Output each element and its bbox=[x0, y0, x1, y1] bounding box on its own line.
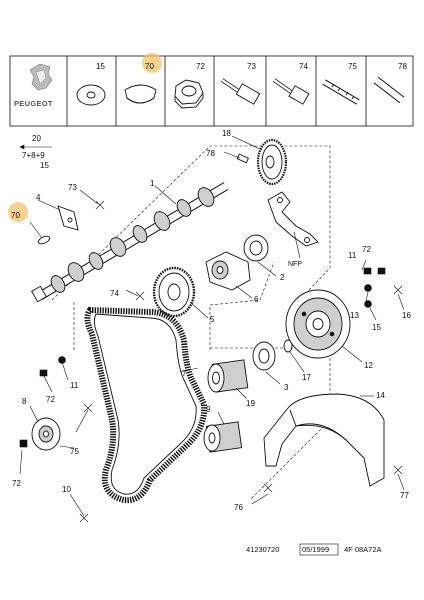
callout-1: 1 bbox=[150, 179, 155, 188]
footer-code: 41230720 bbox=[246, 545, 279, 554]
header-label-78: 78 bbox=[398, 62, 407, 71]
timing-belt bbox=[84, 306, 208, 504]
nut-square-icon bbox=[39, 369, 48, 377]
dowel-pin bbox=[236, 153, 249, 164]
hex-bolt-icon bbox=[272, 78, 310, 105]
callout-11-right: 11 bbox=[348, 251, 357, 260]
header-label-15: 15 bbox=[96, 62, 105, 71]
callout-78: 78 bbox=[206, 149, 215, 158]
callout-10: 10 bbox=[62, 485, 71, 494]
callout-15-left: 15 bbox=[40, 161, 49, 170]
footer: 41230720 05/1999 4F 08A72A bbox=[246, 543, 382, 556]
cam-bracket-plate bbox=[57, 205, 79, 231]
dowel-pin-icon bbox=[373, 76, 405, 104]
callout-11-left: 11 bbox=[70, 381, 79, 390]
callout-74: 74 bbox=[110, 289, 119, 298]
brand-name: PEUGEOT bbox=[14, 99, 53, 108]
woodruff-key bbox=[37, 235, 51, 245]
callout-18: 18 bbox=[222, 129, 231, 138]
flange-bolt-icon bbox=[220, 78, 261, 105]
callout-9: 9 bbox=[206, 405, 211, 414]
hex-nut-icon bbox=[174, 79, 204, 109]
footer-date: 05/1999 bbox=[302, 545, 329, 554]
nut-black-icon bbox=[58, 356, 66, 364]
callout-5: 5 bbox=[210, 315, 215, 324]
camshaft-group-frame bbox=[51, 145, 331, 311]
reference-20: 20 bbox=[32, 134, 41, 143]
footer-ref: 4F 08A72A bbox=[344, 545, 382, 554]
callout-3: 3 bbox=[284, 383, 289, 392]
callout-14: 14 bbox=[376, 391, 385, 400]
washer-icon bbox=[76, 84, 106, 106]
crankshaft-pulley bbox=[285, 289, 351, 359]
crank-seal bbox=[252, 341, 276, 371]
peugeot-lion-icon bbox=[29, 63, 53, 91]
callout-13: 13 bbox=[350, 311, 359, 320]
callout-17: 17 bbox=[302, 373, 311, 382]
callout-70: 70 bbox=[11, 211, 20, 220]
callout-4: 4 bbox=[36, 193, 41, 202]
header-label-72: 72 bbox=[196, 62, 205, 71]
header-label-73: 73 bbox=[247, 62, 256, 71]
intermediate-sprocket bbox=[152, 266, 196, 318]
callout-12: 12 bbox=[364, 361, 373, 370]
callout-8: 8 bbox=[22, 397, 27, 406]
callout-labels: 1 2 3 4 5 6 7 8 9 10 11 11 12 13 14 15 1… bbox=[8, 129, 411, 512]
woodruff-key-icon bbox=[124, 84, 157, 104]
tensioner-bracket bbox=[205, 251, 251, 291]
o-ring bbox=[283, 339, 293, 353]
callout-2: 2 bbox=[280, 273, 285, 282]
callout-75: 75 bbox=[70, 447, 79, 456]
header-label-70: 70 bbox=[145, 62, 154, 71]
leader-lines bbox=[19, 135, 405, 517]
callout-nfp: NFP bbox=[288, 261, 302, 268]
oil-seal bbox=[243, 234, 269, 262]
callout-72-left: 72 bbox=[46, 395, 55, 404]
callout-72-right: 72 bbox=[362, 245, 371, 254]
stud-icon bbox=[322, 79, 360, 105]
nut-square-icon bbox=[19, 439, 28, 448]
callout-15-right: 15 bbox=[372, 323, 381, 332]
header-label-74: 74 bbox=[299, 62, 308, 71]
reference-assembly: 7+8+9 bbox=[22, 151, 45, 160]
parts-header-strip: PEUGEOT 15 70 72 73 74 75 78 bbox=[9, 53, 414, 127]
tension-roller bbox=[203, 421, 243, 453]
highlight-marker bbox=[8, 202, 28, 222]
callout-77: 77 bbox=[400, 491, 409, 500]
nut-square-icon bbox=[363, 267, 372, 275]
reference-note: 20 7+8+9 bbox=[19, 134, 52, 160]
callout-7: 7 bbox=[182, 369, 187, 378]
callout-6: 6 bbox=[254, 295, 259, 304]
nut-black-icon bbox=[364, 300, 372, 308]
camshaft-sprocket bbox=[256, 138, 288, 186]
highlight-marker bbox=[142, 53, 162, 73]
callout-76: 76 bbox=[234, 503, 243, 512]
camshaft bbox=[31, 182, 229, 303]
nut-black-icon bbox=[364, 284, 372, 292]
idler-roller bbox=[207, 359, 249, 393]
nut-square-icon bbox=[377, 267, 386, 275]
callout-73: 73 bbox=[68, 183, 77, 192]
callout-72-bottom: 72 bbox=[12, 479, 21, 488]
callout-19: 19 bbox=[246, 399, 255, 408]
idler-pulley bbox=[31, 417, 61, 451]
bolt-cross-icon bbox=[79, 200, 403, 523]
lower-timing-cover bbox=[263, 393, 385, 487]
timing-bracket bbox=[267, 191, 319, 247]
header-label-75: 75 bbox=[348, 62, 357, 71]
callout-16: 16 bbox=[402, 311, 411, 320]
